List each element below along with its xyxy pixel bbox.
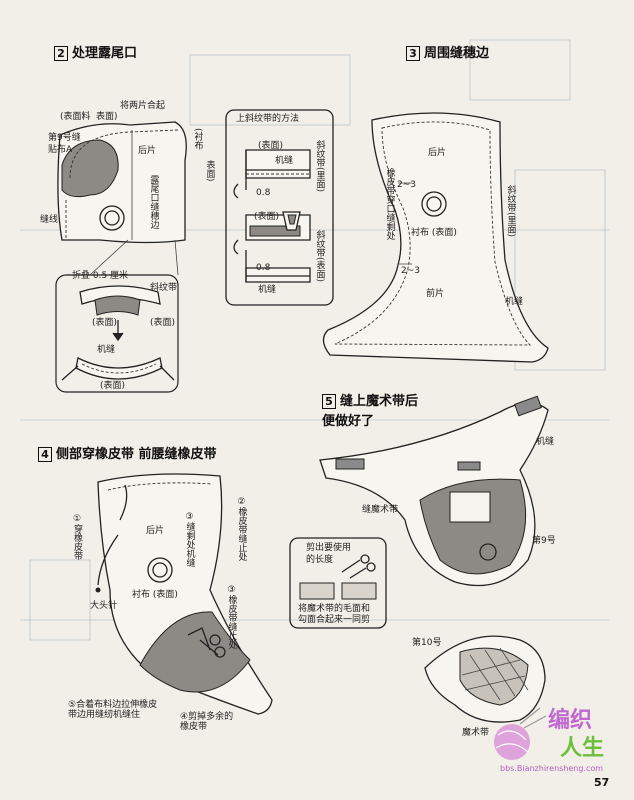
- s4-step-2: ②橡皮带缝止处: [236, 497, 247, 561]
- s5-label-velcro: 缝魔术带: [362, 505, 399, 515]
- s4-label-pin: 大头针: [90, 601, 118, 611]
- s3-label-size-1: 2~3: [397, 180, 416, 190]
- s5-finished-side-view: [424, 635, 546, 723]
- s3-piece-outline: [322, 112, 549, 363]
- s3-label-ji-feng: 机缝: [505, 297, 524, 307]
- s2-rear-piece-drawing: [57, 121, 187, 244]
- section-4-heading: 4 侧部穿橡皮带 前腰缝橡皮带: [38, 443, 217, 462]
- section-2-title: 处理露尾口: [72, 46, 138, 61]
- bias-ji-feng-a: 机缝: [275, 156, 294, 166]
- s2-detail-inset: [55, 239, 179, 393]
- s5-label-ji-feng: 机缝: [536, 437, 555, 447]
- s4-step-4: ④剪掉多余的橡皮带: [180, 712, 234, 733]
- bias-ji-feng-b: 机缝: [258, 285, 277, 295]
- s5-note-line-4: 勾面合起来一同剪: [298, 615, 371, 625]
- section-3-number: 3: [406, 46, 420, 61]
- s3-label-chen-bu: 衬布 (表面): [411, 228, 457, 238]
- site-logo-bottom: 人生: [560, 736, 605, 761]
- s5-label-velcro-b: 魔术带: [462, 728, 490, 738]
- s4-step-3: ③缝剩处机缝: [184, 512, 195, 567]
- section-5-title-line2: 便做好了: [322, 414, 375, 429]
- label-biao-mian-liao: (表面料: [60, 112, 91, 122]
- label-tie-a: 贴布A: [48, 145, 73, 155]
- bias-xie-wen-b: 斜纹带(表面): [314, 230, 325, 283]
- s5-note-line-2: 的长度: [306, 555, 334, 565]
- site-logo-top: 编织: [548, 708, 593, 733]
- s5-finished-diaper: [319, 395, 549, 587]
- s3-label-xie-wen: 斜纹带(里面): [505, 185, 516, 238]
- site-url: bbs.Bianzhirensheng.com: [500, 764, 604, 773]
- s5-label-yarn-9: 第9号: [532, 536, 556, 546]
- section-5-title-line1: 缝上魔术带后: [340, 394, 419, 409]
- s4-label-hou-pian: 后片: [146, 526, 165, 536]
- label-two-pieces: 将两片合起: [120, 101, 166, 111]
- section-5-number: 5: [322, 394, 336, 409]
- s4-step-3b: ③橡皮带缝止处: [226, 585, 237, 649]
- label-surface-2: (表面): [150, 318, 176, 328]
- label-ji-feng: 机缝: [97, 345, 116, 355]
- section-2-number: 2: [54, 46, 68, 61]
- section-4-number: 4: [38, 447, 52, 462]
- bias-tape-method-box: [225, 109, 334, 306]
- label-surface-3: (表面): [100, 381, 126, 391]
- section-3-title: 周围缝穗边: [424, 46, 490, 61]
- label-surface-1: (表面): [92, 318, 118, 328]
- bias-surface-b: (表面): [254, 212, 280, 222]
- bias-size-b: 0.8: [256, 263, 271, 273]
- bias-surface-a: (表面): [258, 141, 284, 151]
- bias-xie-wen-a: 斜纹带(里面): [314, 140, 325, 193]
- s4-piece-drawing: [95, 473, 273, 715]
- s4-step-1: ①穿橡皮带: [72, 514, 82, 560]
- section-2-heading: 2 处理露尾口: [54, 42, 137, 61]
- bias-size-a: 0.8: [256, 188, 271, 198]
- s5-label-yarn-10: 第10号: [412, 638, 442, 648]
- label-lou-wei: 露尾口缝穗边: [148, 175, 159, 229]
- s3-label-qian-pian: 前片: [426, 289, 445, 299]
- s5-note-line-3: 将魔术带的毛面和: [298, 604, 371, 614]
- section-5-heading: 5 缝上魔术带后: [322, 390, 418, 409]
- section-4-title: 侧部穿橡皮带 前腰缝橡皮带: [56, 447, 217, 462]
- s4-label-chen-bu: 衬布 (表面): [132, 590, 178, 600]
- label-biao-mian: 表面): [96, 112, 118, 122]
- page-number: 57: [594, 776, 610, 789]
- s5-note-line-1: 剪出要使用: [306, 543, 352, 553]
- s4-step-5: ⑤合着布料边拉伸橡皮带边用缝纫机缝住: [68, 700, 158, 721]
- label-xie-wen-dai: 斜纹带: [150, 283, 178, 293]
- section-3-heading: 3 周围缝穗边: [406, 42, 489, 61]
- label-chen-bu: (衬布: [192, 128, 203, 150]
- label-feng-xian: 缝线: [40, 215, 59, 225]
- s3-label-hou-pian: 后片: [428, 148, 447, 158]
- label-hou-pian: 后片: [138, 146, 157, 156]
- label-biao-mian-v: 表面): [204, 160, 215, 182]
- label-fold: 折叠 0.5 厘米: [72, 271, 129, 281]
- yarn-ball-icon: [494, 707, 547, 760]
- bias-box-title: 上斜纹带的方法: [236, 114, 300, 124]
- s5-velcro-note-box: [289, 537, 387, 629]
- s3-label-rubber: 橡皮带穿口缝剩处: [384, 168, 395, 240]
- s3-label-size-2: 2~3: [401, 266, 420, 276]
- label-yarn-9: 第9号缝: [48, 133, 81, 143]
